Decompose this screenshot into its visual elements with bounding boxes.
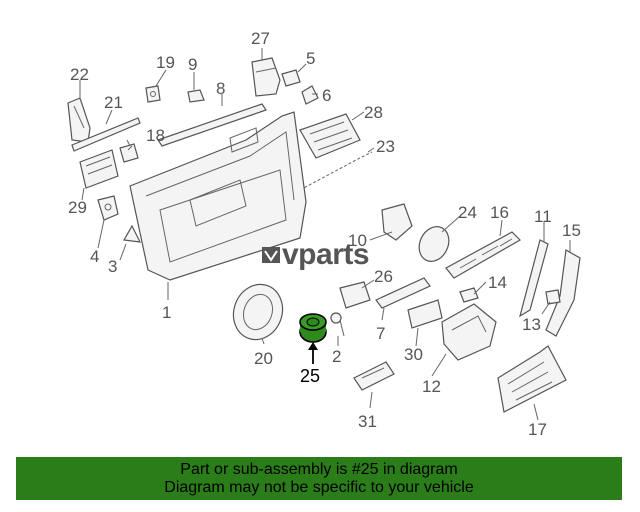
part-3-shape xyxy=(123,224,142,243)
callout-31: 31 xyxy=(358,412,377,431)
callout-27: 27 xyxy=(251,29,270,48)
callout-9: 9 xyxy=(188,55,197,74)
part-1-shape xyxy=(129,111,307,281)
part-7-shape xyxy=(375,277,431,309)
part-30-shape xyxy=(407,299,443,329)
callout-24: 24 xyxy=(458,203,477,222)
callout-18: 18 xyxy=(146,126,165,145)
part-25-arrow xyxy=(308,342,318,364)
footer-line-2: Diagram may not be specific to your vehi… xyxy=(164,479,474,496)
part-22-shape xyxy=(67,97,91,143)
callout-23: 23 xyxy=(376,137,395,156)
callout-2: 2 xyxy=(332,347,341,366)
part-5-shape xyxy=(281,69,301,87)
part-26-shape xyxy=(339,281,371,309)
callout-8: 8 xyxy=(216,79,225,98)
callout-22: 22 xyxy=(70,65,89,84)
watermark-logo-icon xyxy=(262,247,280,263)
part-23-shape xyxy=(299,151,373,191)
callout-6: 6 xyxy=(322,86,331,105)
part-11-shape xyxy=(519,239,549,318)
part-31-shape xyxy=(353,361,395,391)
part-24-shape xyxy=(418,226,450,262)
callout-13: 13 xyxy=(522,315,541,334)
part-12-shape xyxy=(441,303,497,361)
callout-16: 16 xyxy=(490,203,509,222)
part-18-shape xyxy=(119,139,139,163)
callout-29: 29 xyxy=(68,198,87,217)
part-9-shape xyxy=(187,89,205,103)
callout-21: 21 xyxy=(104,93,123,112)
callout-15: 15 xyxy=(562,221,581,240)
callout-30: 30 xyxy=(404,345,423,364)
callout-26: 26 xyxy=(374,267,393,286)
part-8-shape xyxy=(157,103,267,147)
part-21-shape xyxy=(71,117,141,152)
callout-5: 5 xyxy=(306,49,315,68)
part-4-shape xyxy=(97,195,119,221)
callout-28: 28 xyxy=(364,103,383,122)
callout-14: 14 xyxy=(488,273,507,292)
part-2-shape xyxy=(330,312,345,337)
part-28-shape xyxy=(299,113,361,159)
callout-1: 1 xyxy=(162,303,171,322)
callout-7: 7 xyxy=(376,324,385,343)
footer-line-1: Part or sub-assembly is #25 in diagram xyxy=(180,461,458,478)
part-13-shape xyxy=(545,289,561,305)
callout-10: 10 xyxy=(348,231,367,250)
callout-17: 17 xyxy=(528,420,547,439)
watermark-text: vparts xyxy=(282,238,370,271)
part-14-shape xyxy=(459,287,479,303)
part-25-highlighted xyxy=(299,313,327,343)
part-19-shape xyxy=(145,85,161,103)
footer-banner: Part or sub-assembly is #25 in diagram D… xyxy=(16,457,622,500)
callout-4: 4 xyxy=(90,247,99,266)
leader-lines xyxy=(79,48,571,421)
callout-11: 11 xyxy=(534,207,552,226)
part-17-shape xyxy=(497,345,567,413)
part-27-shape xyxy=(251,57,281,97)
part-10-shape xyxy=(381,203,413,241)
part-16-shape xyxy=(445,231,521,279)
part-6-shape xyxy=(301,85,319,105)
part-29-shape xyxy=(79,149,119,189)
callout-12: 12 xyxy=(422,377,441,396)
part-15-shape xyxy=(545,249,581,337)
part-20-shape xyxy=(232,283,284,341)
callout-3: 3 xyxy=(108,257,117,276)
callout-19: 19 xyxy=(156,53,175,72)
callout-20: 20 xyxy=(254,349,273,368)
callout-25: 25 xyxy=(300,366,320,386)
